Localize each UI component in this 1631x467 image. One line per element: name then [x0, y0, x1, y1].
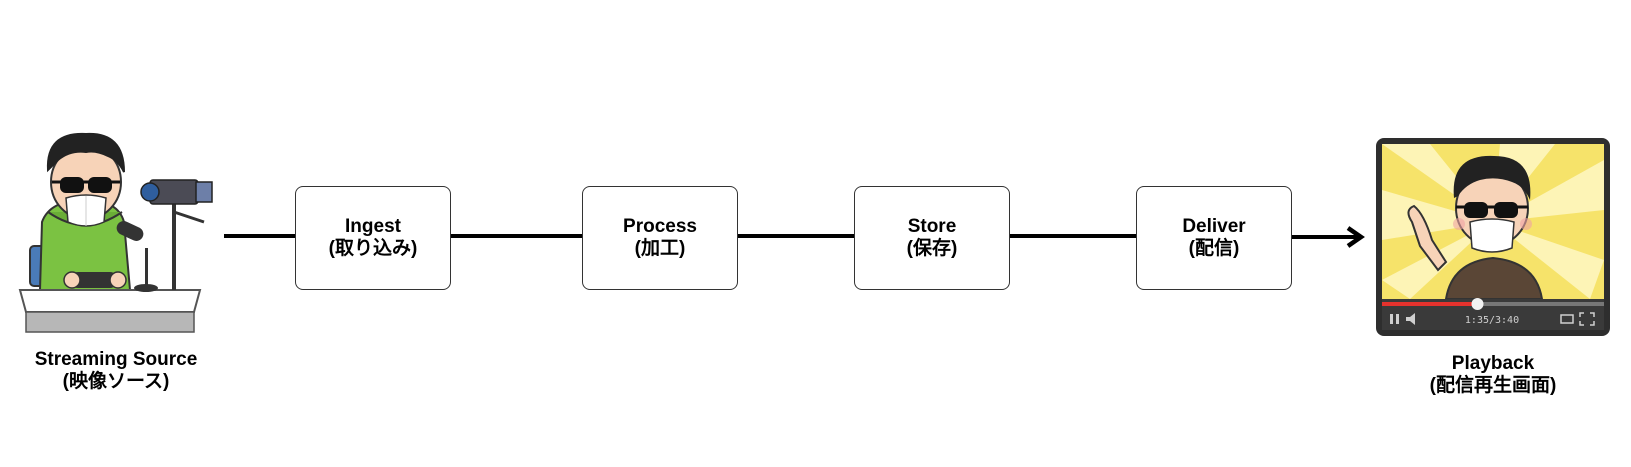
streamer-illustration	[18, 132, 213, 333]
source-label: Streaming Source	[34, 349, 198, 370]
pause-icon	[1390, 314, 1399, 324]
stage-label: Process	[623, 216, 697, 237]
playback-caption: Playback (配信再生画面)	[1398, 353, 1588, 397]
volume-icon	[1406, 313, 1415, 325]
playback-label: Playback	[1451, 353, 1535, 374]
video-player-illustration: 1:35/3:40	[1376, 138, 1610, 336]
stage-sublabel: (加工)	[634, 238, 686, 259]
arrowhead	[1346, 226, 1365, 248]
stage-label: Store	[907, 216, 957, 237]
source-caption: Streaming Source (映像ソース)	[16, 349, 216, 393]
connectors	[224, 226, 1365, 248]
stage-sublabel: (取り込み)	[328, 238, 418, 259]
progress-knob	[1471, 298, 1484, 310]
fullscreen-icon	[1579, 312, 1595, 326]
stage-store: Store (保存)	[854, 186, 1010, 290]
playback-sublabel: (配信再生画面)	[1429, 375, 1557, 396]
progress-track	[1382, 302, 1604, 306]
stage-deliver: Deliver (配信)	[1136, 186, 1292, 290]
stage-sublabel: (保存)	[906, 238, 958, 259]
playback-time: 1:35/3:40	[1465, 315, 1519, 326]
stage-sublabel: (配信)	[1188, 238, 1240, 259]
source-sublabel: (映像ソース)	[62, 371, 170, 392]
stage-label: Deliver	[1182, 216, 1246, 237]
progress-fill	[1382, 302, 1478, 306]
stage-label: Ingest	[345, 216, 401, 237]
stage-ingest: Ingest (取り込み)	[295, 186, 451, 290]
theater-mode-icon	[1560, 314, 1574, 324]
stage-process: Process (加工)	[582, 186, 738, 290]
